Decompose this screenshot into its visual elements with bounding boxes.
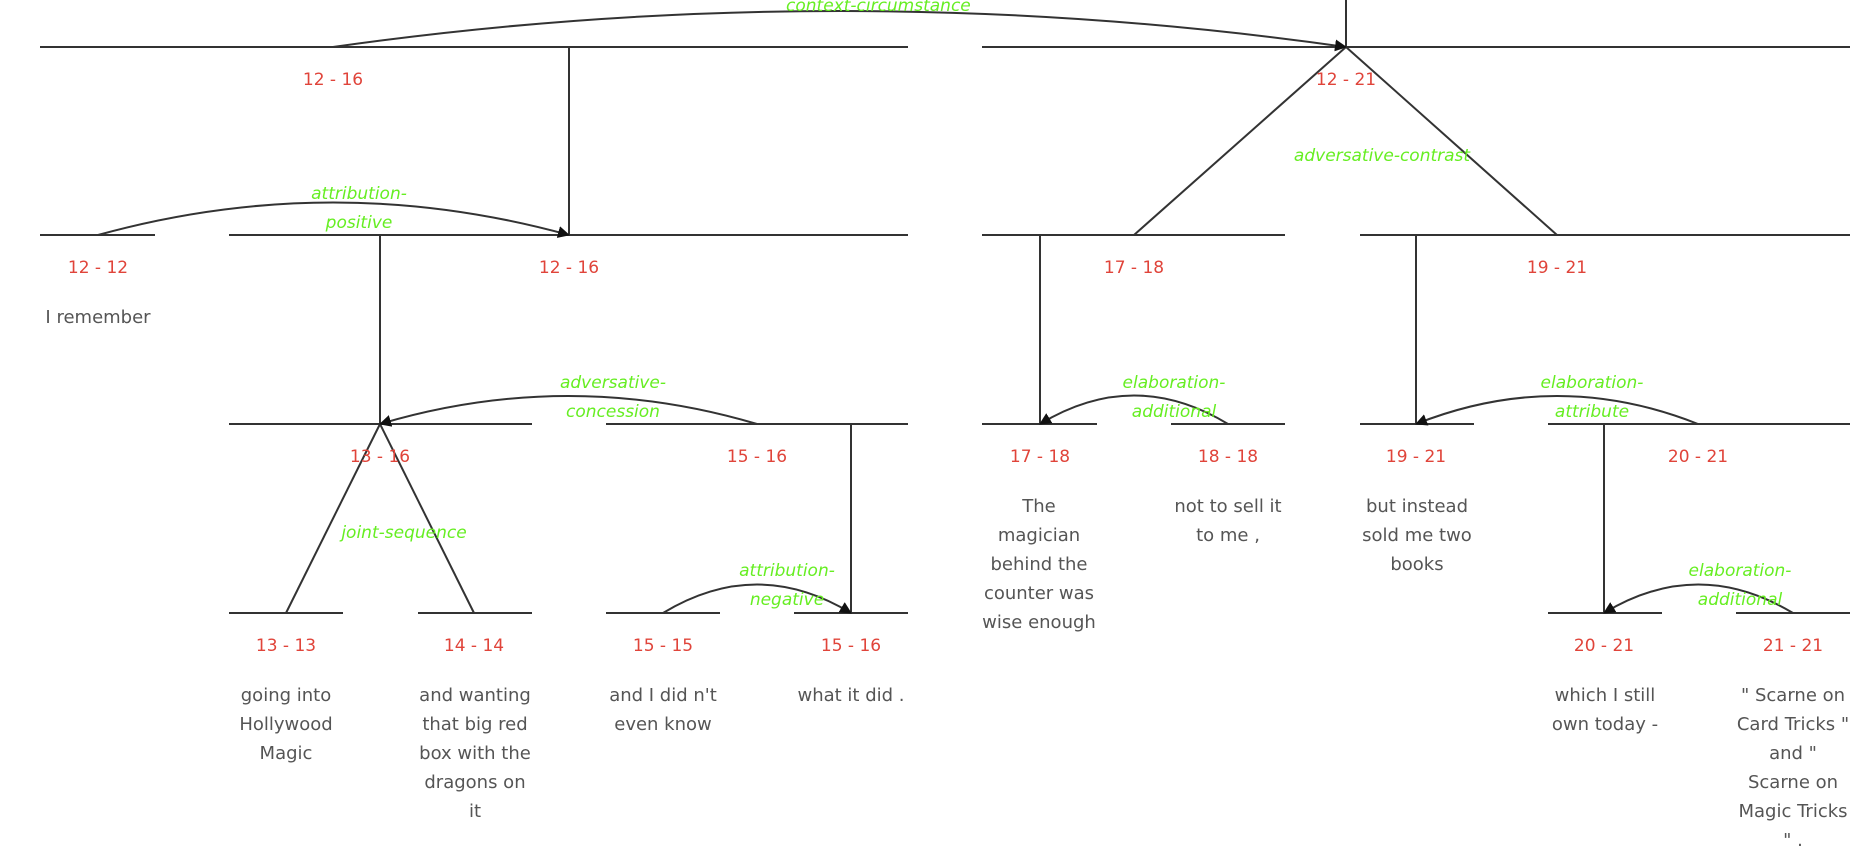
- tree-lines: [40, 0, 1850, 614]
- relation-elaboration-additional-b-line2: additional: [1697, 590, 1783, 610]
- edu-text-13: going into Hollywood Magic: [239, 685, 333, 764]
- edu-text-12: I remember: [45, 307, 151, 328]
- relation-elaboration-additional-b-line1: elaboration-: [1688, 561, 1792, 581]
- span-label-18-18: 18 - 18: [1197, 447, 1259, 467]
- contrast-right-leg: [1345, 46, 1558, 236]
- edu-text-18: not to sell it to me ,: [1174, 496, 1282, 546]
- sequence-right-leg: [379, 423, 475, 614]
- span-label-12-12: 12 - 12: [67, 258, 129, 278]
- span-label-19-21-leaf: 19 - 21: [1385, 447, 1447, 467]
- relation-elaboration-additional-a-line1: elaboration-: [1122, 373, 1226, 393]
- span-label-12-16: 12 - 16: [302, 70, 364, 90]
- edu-text-21: " Scarne on Card Tricks " and " Scarne o…: [1736, 685, 1850, 851]
- relation-context-circumstance: context-circumstance: [786, 0, 971, 16]
- relation-joint-sequence: joint-sequence: [341, 523, 467, 543]
- span-label-21-21: 21 - 21: [1762, 636, 1824, 656]
- edu-text-17: The magician behind the counter was wise…: [982, 496, 1096, 633]
- span-label-13-13: 13 - 13: [255, 636, 317, 656]
- span-label-14-14: 14 - 14: [443, 636, 505, 656]
- relation-adversative-concession-line2: concession: [566, 402, 660, 422]
- sequence-left-leg: [285, 423, 381, 614]
- arc-elaboration-attribute: [1415, 395, 1699, 426]
- edu-text-14: and wanting that big red box with the dr…: [419, 685, 531, 822]
- arc-elaboration-additional-b: [1603, 583, 1794, 614]
- relation-adversative-contrast: adversative-contrast: [1293, 146, 1471, 166]
- relation-attribution-negative-line2: negative: [749, 590, 825, 610]
- edu-text-15: and I did n't even know: [609, 685, 717, 735]
- span-label-15-15: 15 - 15: [632, 636, 694, 656]
- relation-attribution-positive-line2: positive: [325, 213, 393, 233]
- span-label-19-21: 19 - 21: [1526, 258, 1588, 278]
- arc-elaboration-additional-a: [1039, 394, 1229, 425]
- arc-attribution-negative: [662, 583, 852, 614]
- relation-elaboration-attribute-line2: attribute: [1554, 402, 1630, 422]
- relation-attribution-positive-line1: attribution-: [311, 184, 407, 204]
- span-label-15-16: 15 - 16: [726, 447, 788, 467]
- arc-attribution-positive: [97, 201, 570, 238]
- span-label-20-21: 20 - 21: [1667, 447, 1729, 467]
- relation-attribution-negative-line1: attribution-: [739, 561, 835, 581]
- relation-adversative-concession-line1: adversative-: [559, 373, 667, 393]
- span-label-15-16-leaf: 15 - 16: [820, 636, 882, 656]
- arc-context-circumstance: [332, 10, 1347, 52]
- span-label-12-21: 12 - 21: [1315, 70, 1377, 90]
- span-label-17-18: 17 - 18: [1103, 258, 1165, 278]
- contrast-left-leg: [1133, 46, 1347, 236]
- span-label-20-21-leaf: 20 - 21: [1573, 636, 1635, 656]
- span-label-13-16: 13 - 16: [349, 447, 411, 467]
- rst-tree-diagram: context-circumstance attribution- positi…: [40, 0, 1850, 851]
- arc-adversative-concession: [379, 395, 758, 427]
- relation-elaboration-attribute-line1: elaboration-: [1540, 373, 1644, 393]
- edu-text-15b: what it did .: [797, 685, 905, 706]
- edu-text-20: which I still own today -: [1551, 685, 1659, 735]
- edu-text-19: but instead sold me two books: [1362, 496, 1472, 575]
- span-label-17-18-leaf: 17 - 18: [1009, 447, 1071, 467]
- span-label-12-16-mid: 12 - 16: [538, 258, 600, 278]
- relation-elaboration-additional-a-line2: additional: [1131, 402, 1217, 422]
